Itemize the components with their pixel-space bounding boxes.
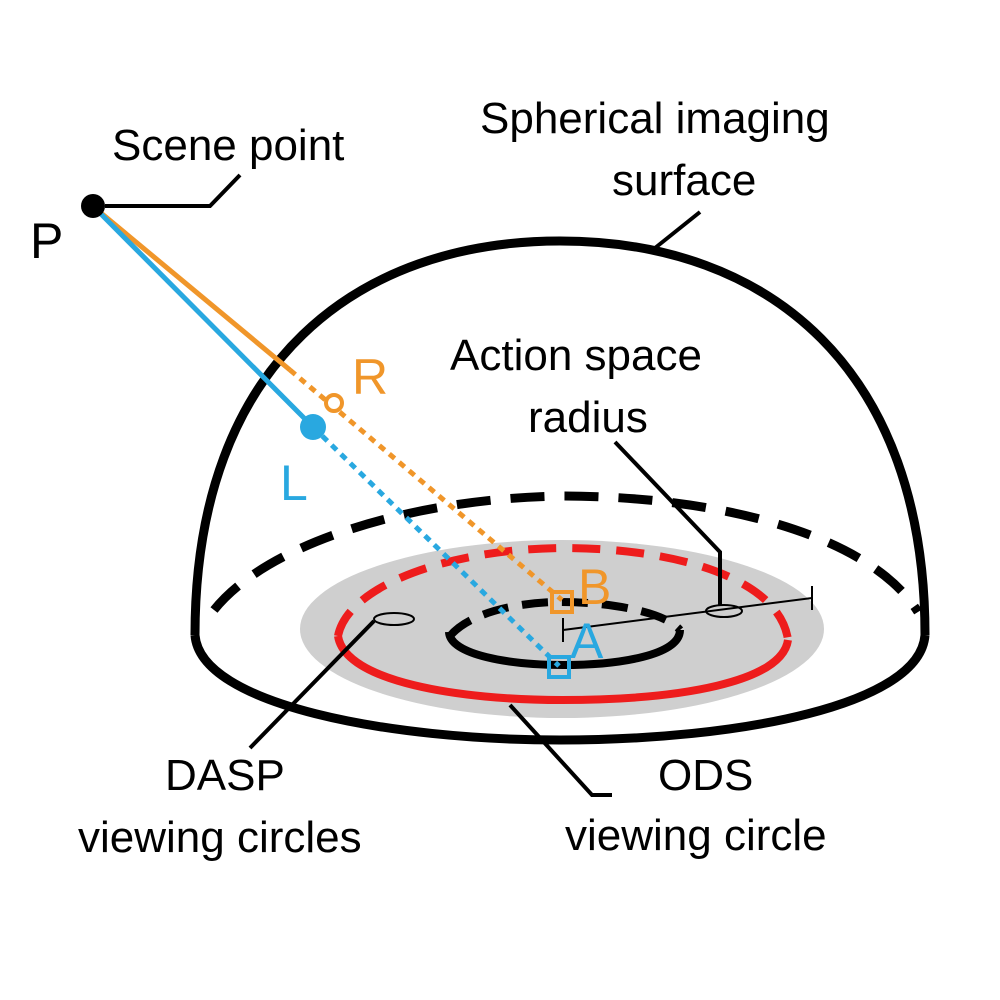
scene-point-leader — [105, 173, 242, 208]
point-p-marker — [81, 194, 105, 218]
label-ods-line1: ODS — [658, 751, 753, 800]
dasp-leader — [248, 619, 376, 750]
hemisphere-front-rim — [190, 634, 930, 745]
label-spherical-line2: surface — [612, 156, 756, 205]
ods-circle-back — [334, 543, 792, 641]
radius-line — [562, 597, 813, 631]
inner-circle-back — [446, 597, 684, 639]
inner-circle-front — [445, 629, 684, 670]
label-point-p: P — [30, 213, 63, 269]
ods-leader — [508, 703, 612, 797]
label-dasp-line1: DASP — [165, 751, 285, 800]
label-scene-point: Scene point — [112, 121, 344, 170]
point-b-marker — [550, 590, 574, 614]
label-action-line2: radius — [528, 393, 648, 442]
spherical-surface-leader — [653, 210, 702, 250]
point-r-marker — [324, 393, 344, 413]
dasp-circle-right — [705, 604, 743, 618]
ods-viewing-circle — [334, 634, 792, 705]
point-a-marker — [547, 655, 571, 679]
label-spherical-line1: Spherical imaging — [480, 94, 830, 143]
label-ods-line2: viewing circle — [565, 811, 827, 860]
action-radius-leader — [613, 440, 722, 606]
hemisphere-outline — [190, 236, 930, 636]
label-point-b: B — [578, 559, 611, 615]
label-point-a: A — [570, 613, 604, 669]
label-point-l: L — [280, 455, 308, 511]
dasp-circle-left — [373, 612, 415, 626]
hemisphere-back-rim — [210, 491, 922, 615]
label-point-r: R — [352, 349, 388, 405]
ray-to-L-solid — [93, 206, 315, 429]
label-dasp-line2: viewing circles — [78, 813, 362, 862]
label-action-line1: Action space — [450, 331, 702, 380]
point-l-marker — [300, 414, 326, 440]
ray-to-R-solid — [93, 206, 292, 372]
ray-to-L-dotted — [311, 425, 561, 668]
